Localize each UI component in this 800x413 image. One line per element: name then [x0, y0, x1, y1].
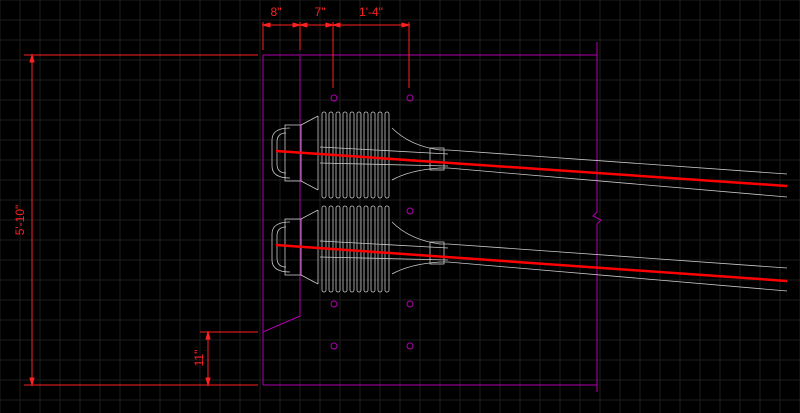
hole-marker — [406, 342, 414, 350]
block-outline — [262, 42, 602, 392]
dim-text-overall-height: 5'-10" — [13, 205, 27, 236]
reference-holes — [330, 94, 414, 350]
hole-marker — [406, 207, 414, 215]
lower-tendon-line — [275, 243, 788, 283]
hole-marker — [330, 300, 338, 308]
hole-marker — [330, 94, 338, 102]
dim-text-11in: 11" — [192, 350, 206, 367]
dim-text-7in: 7" — [315, 5, 326, 19]
bearing-plate-outline — [262, 56, 301, 333]
tendons — [275, 149, 788, 283]
hole-marker — [406, 300, 414, 308]
hole-marker — [406, 94, 414, 102]
upper-tendon-line — [275, 149, 788, 188]
dimension-lines — [24, 22, 411, 387]
break-line — [592, 42, 602, 392]
upper-anchor-assembly[interactable] — [271, 111, 788, 199]
dim-text-1ft4in: 1'-4" — [359, 5, 383, 19]
hole-marker — [330, 342, 338, 350]
dim-text-8in: 8" — [271, 5, 282, 19]
